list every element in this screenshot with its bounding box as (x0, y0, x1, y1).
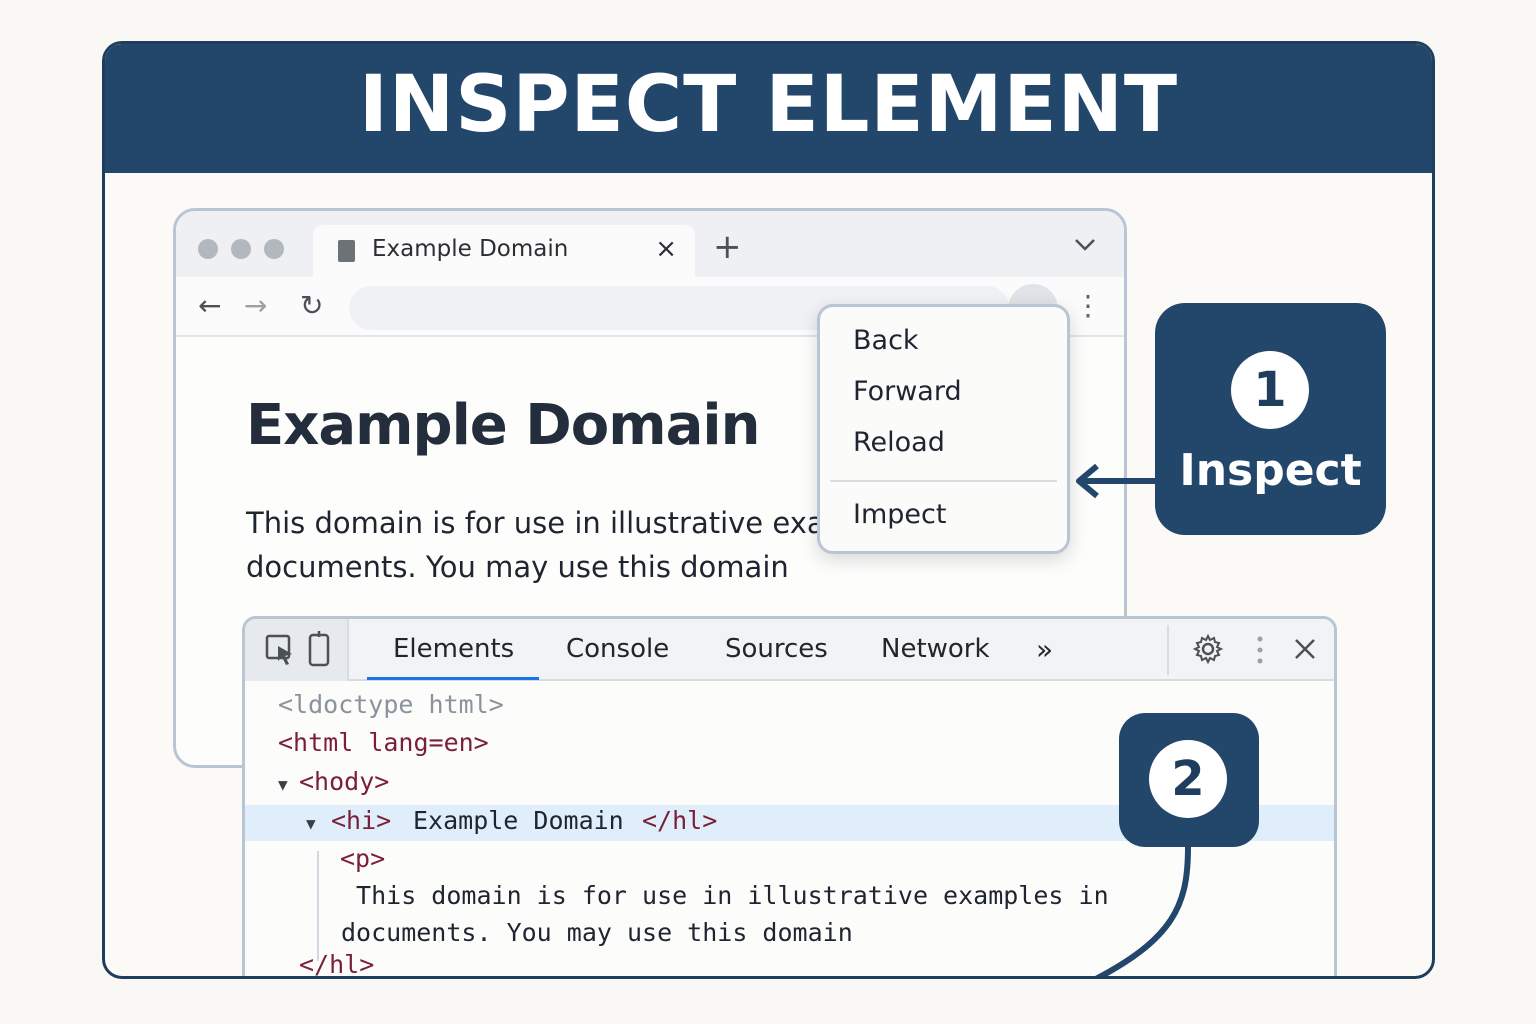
illustration-frame: INSPECT ELEMENT Example Domain × + ← → ↻… (102, 41, 1435, 979)
tab-search-chevron-icon[interactable] (1074, 233, 1096, 258)
context-menu-separator (830, 480, 1057, 482)
banner-title: INSPECT ELEMENT (358, 60, 1179, 150)
h1-open-tag[interactable]: <hi> (331, 806, 392, 835)
devtools-tool-icons (245, 619, 349, 681)
step-1-badge: 1 (1231, 351, 1309, 429)
p-text-line-1[interactable]: This domain is for use in illustrative e… (341, 881, 1109, 910)
context-menu-reload[interactable]: Reload (853, 427, 945, 458)
tab-sources[interactable]: Sources (725, 634, 828, 664)
back-arrow-icon[interactable]: ← (198, 289, 222, 322)
doctype-line[interactable]: <ldoctype html> (278, 690, 504, 719)
toolbar-divider (1167, 625, 1169, 675)
new-tab-button[interactable]: + (713, 227, 742, 267)
context-menu-forward[interactable]: Forward (853, 376, 962, 407)
context-menu: Back Forward Reload Impect (817, 304, 1070, 554)
step-2-badge: 2 (1149, 740, 1227, 818)
tab-strip: Example Domain × + (176, 211, 1124, 283)
html-tag-line[interactable]: <html lang=en> (278, 728, 489, 757)
devtools-close-icon[interactable] (1293, 637, 1317, 665)
h1-close-tag[interactable]: </hl> (642, 806, 718, 835)
browser-tab[interactable]: Example Domain × (313, 225, 695, 283)
forward-arrow-icon[interactable]: → (244, 289, 268, 322)
tab-elements[interactable]: Elements (393, 634, 515, 664)
device-toggle-icon[interactable] (307, 631, 331, 671)
page-paragraph: This domain is for use in illustrative e… (246, 506, 837, 584)
h1-text[interactable]: Example Domain (413, 806, 624, 835)
context-menu-inspect[interactable]: Impect (853, 499, 947, 530)
callout-step-2: 2 (1119, 713, 1259, 847)
window-close-dot[interactable] (198, 239, 218, 259)
tab-close-icon[interactable]: × (655, 234, 677, 264)
settings-gear-icon[interactable] (1192, 633, 1224, 669)
window-maximize-dot[interactable] (264, 239, 284, 259)
tab-title: Example Domain (372, 236, 569, 262)
expand-triangle-icon[interactable]: ▼ (278, 775, 288, 794)
active-tab-underline (367, 677, 539, 680)
context-menu-back[interactable]: Back (853, 325, 919, 356)
callout-step-1: 1 Inspect (1155, 303, 1386, 535)
devtools-kebab-icon[interactable] (1255, 635, 1265, 669)
page-icon (338, 240, 355, 262)
browser-menu-icon[interactable]: ⋮ (1074, 289, 1102, 322)
indent-guide (317, 851, 319, 961)
expand-triangle-icon[interactable]: ▼ (306, 814, 316, 833)
more-tabs-icon[interactable]: » (1036, 633, 1054, 666)
window-minimize-dot[interactable] (231, 239, 251, 259)
tab-console[interactable]: Console (566, 634, 670, 664)
title-banner: INSPECT ELEMENT (105, 44, 1432, 173)
step-1-label: Inspect (1179, 445, 1362, 496)
tab-network[interactable]: Network (881, 634, 990, 664)
p-open-tag[interactable]: <p> (340, 844, 386, 873)
body-tag-line[interactable]: <hody> (299, 767, 390, 796)
page-heading: Example Domain (246, 393, 760, 458)
inspect-cursor-icon[interactable] (265, 634, 295, 670)
close-tag-line[interactable]: </hl> (299, 950, 375, 979)
p-text-line-2[interactable]: documents. You may use this domain (341, 918, 853, 947)
devtools-toolbar: Elements Console Sources Network » (245, 619, 1334, 681)
reload-icon[interactable]: ↻ (300, 289, 324, 322)
